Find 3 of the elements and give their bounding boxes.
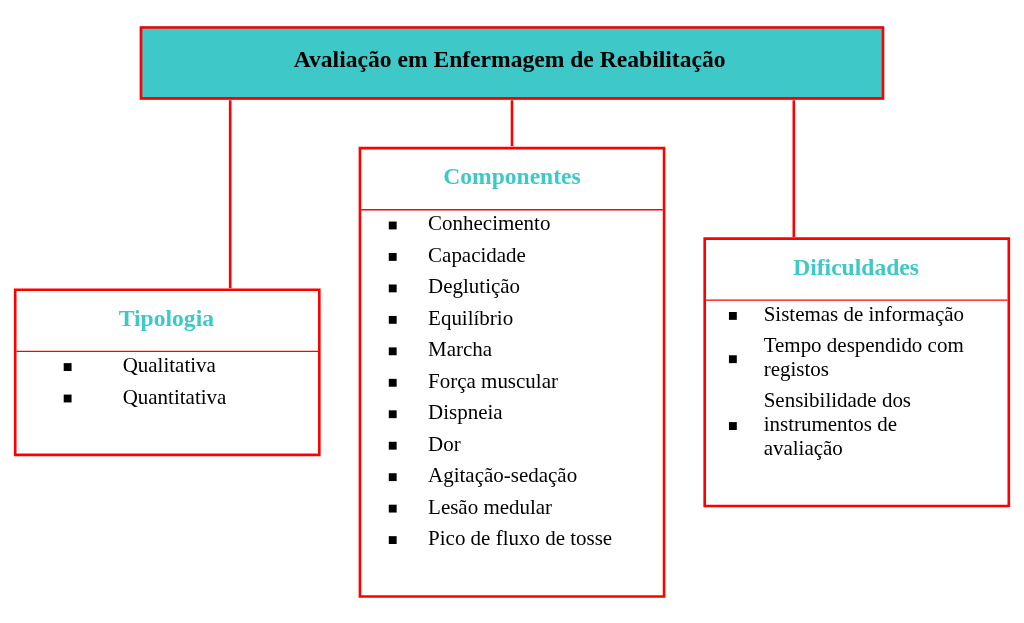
connector <box>792 99 796 237</box>
connector <box>510 99 514 146</box>
connector <box>228 99 232 288</box>
